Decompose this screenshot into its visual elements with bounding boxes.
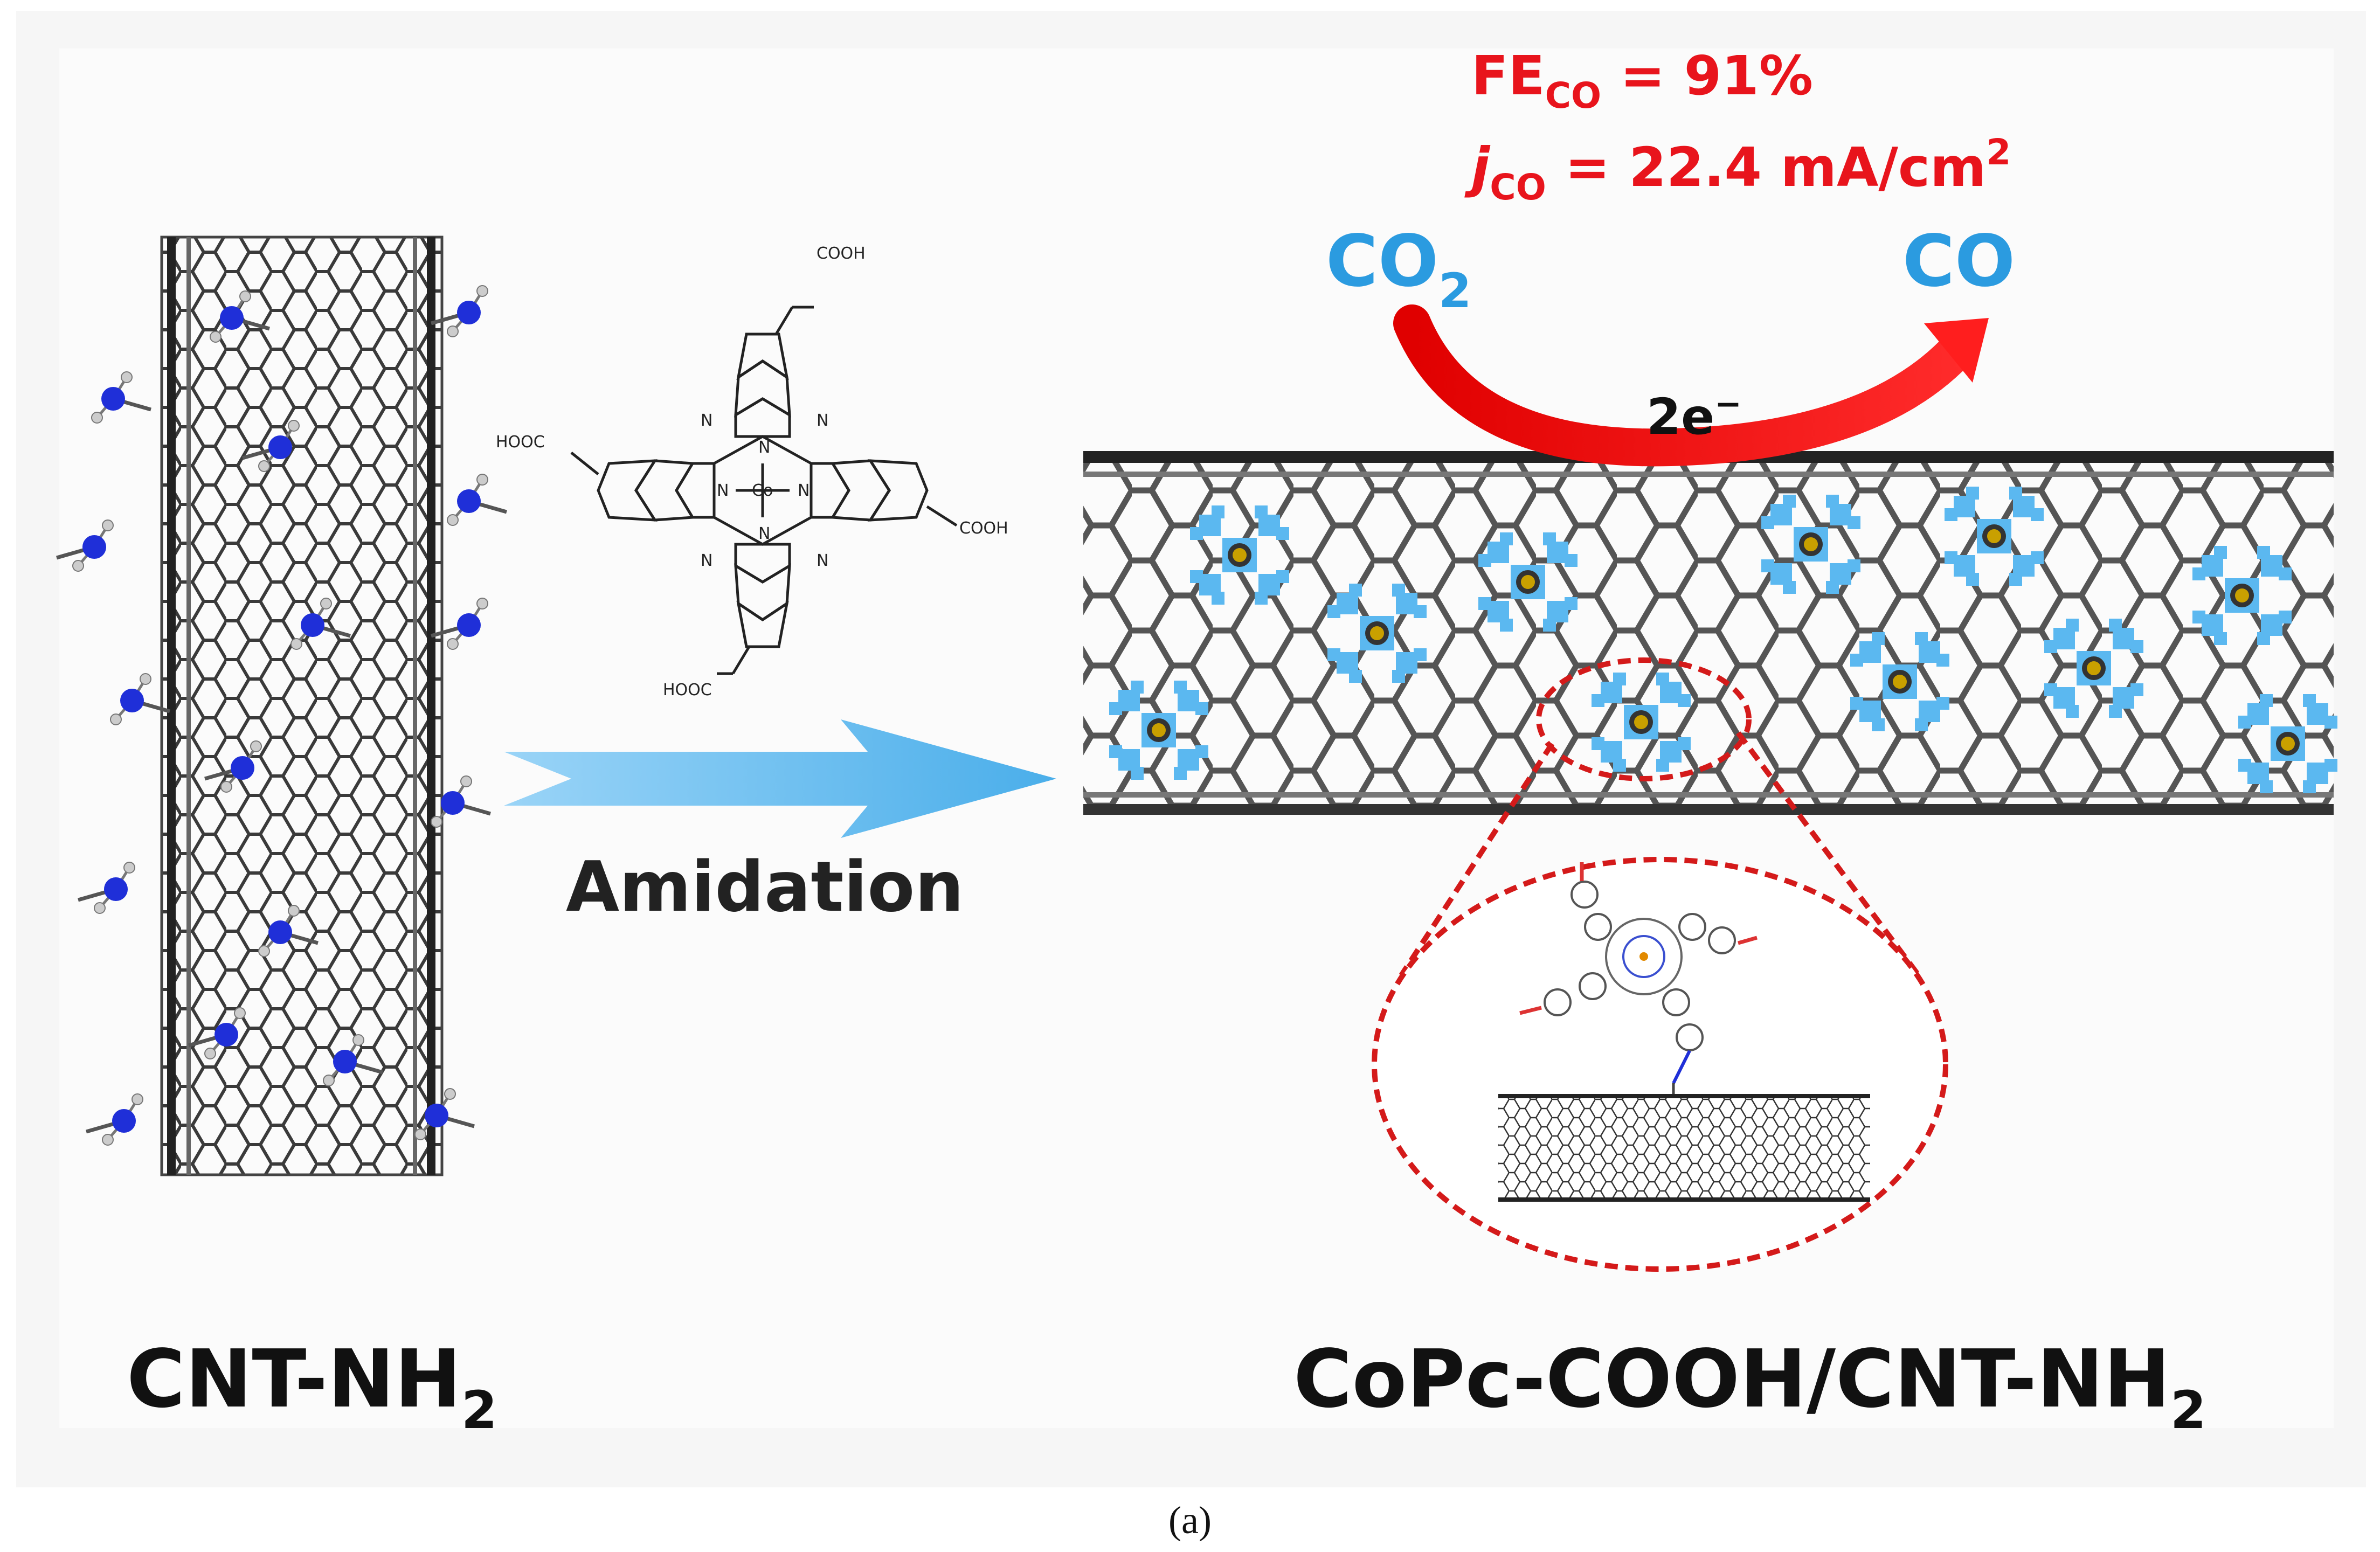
copc-units-on-tube <box>1109 487 2337 793</box>
cnt-nh2-vertical-tube <box>160 235 444 1176</box>
n-label-tl: N <box>701 411 712 430</box>
cnt-nh2-label-main: CNT-NH <box>127 1333 461 1425</box>
cooh-right-label: COOH <box>959 519 1008 538</box>
n-label-bl: N <box>701 551 712 570</box>
copc-unit <box>2192 546 2292 645</box>
amine-group <box>290 598 351 650</box>
co2-reactant-label: CO2 <box>1326 220 1471 318</box>
cnt-nh2-label: CNT-NH2 <box>127 1333 497 1440</box>
amine-group <box>431 775 491 828</box>
amine-group <box>78 862 135 914</box>
amine-group <box>56 519 114 572</box>
copc-unit <box>1761 495 1860 594</box>
copc-unit <box>2238 694 2337 793</box>
copc-unit <box>1850 632 1949 731</box>
amine-group <box>188 1007 246 1059</box>
copc-unit <box>1592 673 1691 772</box>
electrons-label: 2e− <box>1646 385 1742 446</box>
current-density-label: jCO = 22.4 mA/cm2 <box>1464 131 2011 208</box>
reduction-arrow <box>1393 304 1981 467</box>
n-label-top: N <box>758 438 770 457</box>
figure-caption: (a) <box>1168 1499 1212 1542</box>
n-label-bottom: N <box>758 524 770 543</box>
amine-group <box>110 673 170 725</box>
cooh-left-label: HOOC <box>496 433 545 452</box>
faradaic-efficiency-label: FECO = 91% <box>1471 44 1813 116</box>
amine-groups <box>56 285 507 1146</box>
zoom-detail-ellipse <box>1372 857 1948 1272</box>
copc-unit <box>1109 681 1208 780</box>
amine-group <box>323 1034 383 1086</box>
copc-cooh-labels: COOH HOOC COOH HOOC Co N N N N N N N N <box>496 244 1008 699</box>
n-label-tr: N <box>817 411 828 430</box>
reduction-arrow-head <box>1924 318 1989 383</box>
copc-unit <box>2044 619 2143 718</box>
cobalt-label: Co <box>752 481 773 500</box>
n-label-left: N <box>717 481 729 500</box>
amidation-label: Amidation <box>566 847 964 927</box>
amine-group <box>210 290 270 343</box>
copc-unit <box>1478 532 1578 632</box>
amine-group <box>86 1093 143 1146</box>
zoom-line-right <box>1735 731 1921 977</box>
copc-unit <box>1945 487 2044 586</box>
amidation-arrow <box>504 719 1056 838</box>
zoom-detail-molecule <box>1519 862 1758 1094</box>
copc-cooh-structure <box>570 306 958 675</box>
cooh-bottom-label: HOOC <box>663 681 712 699</box>
amine-group <box>431 285 488 337</box>
copc-cooh-cnt-nh2-label: CoPc-COOH/CNT-NH2 <box>1293 1333 2206 1440</box>
copc-unit <box>1327 584 1427 683</box>
amine-group <box>258 905 319 957</box>
cooh-top-label: COOH <box>817 244 866 263</box>
cnt-horizontal-tube <box>1083 451 2334 815</box>
n-label-right: N <box>798 481 810 500</box>
n-label-br: N <box>817 551 828 570</box>
amine-group <box>242 420 300 472</box>
amine-group <box>431 598 488 650</box>
amine-group <box>91 371 151 424</box>
cnt-nh2-label-sub: 2 <box>461 1380 497 1440</box>
copc-unit <box>1190 505 1289 605</box>
amine-group <box>204 740 262 793</box>
zoom-detail-cnt <box>1498 1094 1870 1202</box>
zoom-source-ellipse <box>1536 657 1752 781</box>
zoom-line-left <box>1399 742 1555 977</box>
co-product-label: CO <box>1902 220 2015 303</box>
amine-group <box>447 474 507 526</box>
amine-group <box>414 1088 475 1140</box>
